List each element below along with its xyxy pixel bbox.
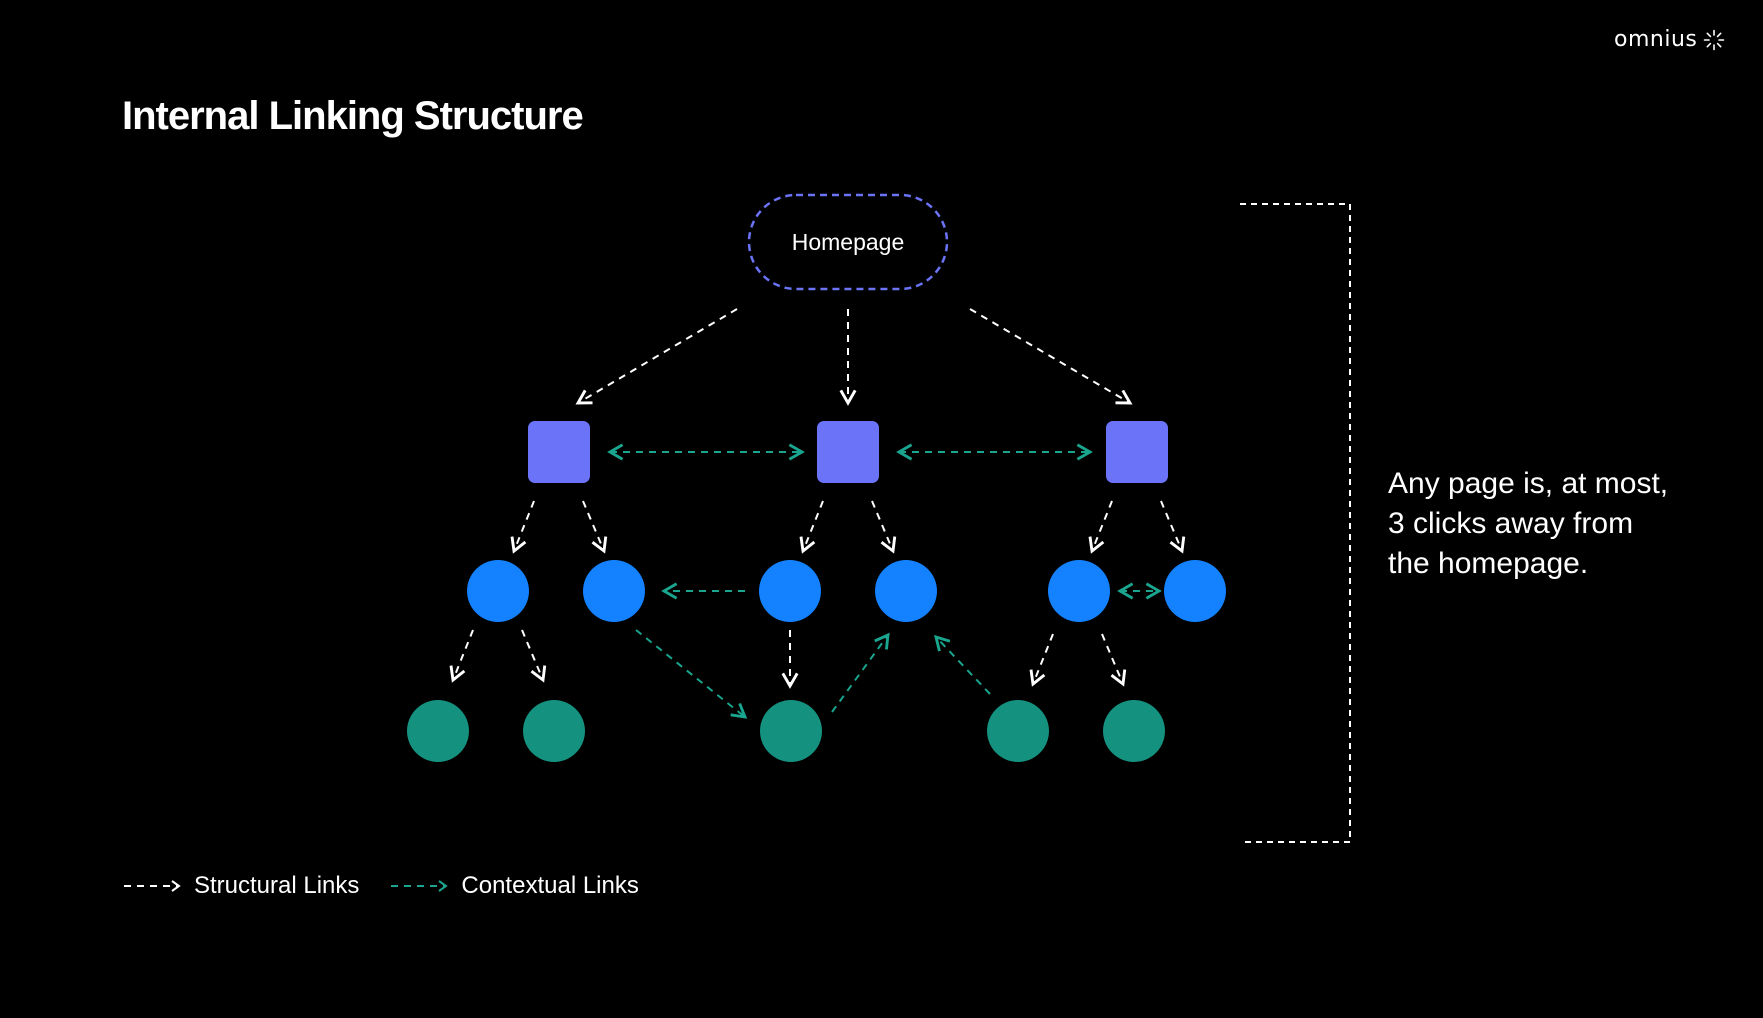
leaf-node [987, 700, 1049, 762]
legend-label: Structural Links [194, 872, 360, 899]
structural-link [449, 629, 474, 683]
dashed-arrow-icon [391, 880, 449, 892]
contextual-links [607, 443, 1162, 719]
legend: Structural Links Contextual Links [124, 872, 671, 900]
structural-link [1029, 633, 1054, 687]
subpage-nodes [467, 560, 1226, 622]
subpage-node [875, 560, 937, 622]
contextual-link [831, 632, 890, 713]
root-node: Homepage [747, 193, 949, 291]
subpage-node [759, 560, 821, 622]
structural-link [582, 500, 608, 554]
leaf-node [523, 700, 585, 762]
depth-note: Any page is, at most, 3 clicks away from… [1388, 467, 1669, 580]
contextual-link [635, 629, 748, 719]
homepage-label: Homepage [792, 229, 905, 255]
category-nodes [528, 421, 1168, 483]
legend-item-structural: Structural Links [124, 872, 359, 900]
legend-item-contextual: Contextual Links [391, 872, 639, 900]
category-node [528, 421, 590, 483]
sun-burst-icon [1704, 29, 1725, 50]
leaf-node [1103, 700, 1165, 762]
structural-link [969, 308, 1133, 405]
structural-links [449, 308, 1186, 689]
structural-link [1101, 633, 1127, 687]
subpage-node [583, 560, 645, 622]
dashed-arrow-icon [124, 880, 181, 892]
structural-link [1160, 500, 1186, 554]
homepage-node [747, 193, 949, 291]
structural-link [871, 500, 897, 554]
depth-bracket [1240, 203, 1351, 843]
legend-label: Contextual Links [461, 872, 639, 899]
subpage-node [467, 560, 529, 622]
structural-link [575, 308, 738, 405]
category-node [1106, 421, 1168, 483]
subpage-node [1164, 560, 1226, 622]
structural-link [510, 500, 535, 554]
leaf-nodes [407, 700, 1165, 762]
structural-link [799, 500, 824, 554]
leaf-node [760, 700, 822, 762]
subpage-node [1048, 560, 1110, 622]
structural-link [1088, 500, 1113, 554]
leaf-node [407, 700, 469, 762]
contextual-link [934, 634, 991, 695]
page-title: Internal Linking Structure [122, 94, 584, 138]
brand-name: omnius [1614, 27, 1698, 52]
structural-link [521, 629, 547, 683]
category-node [817, 421, 879, 483]
brand-logo: omnius [1614, 27, 1725, 52]
